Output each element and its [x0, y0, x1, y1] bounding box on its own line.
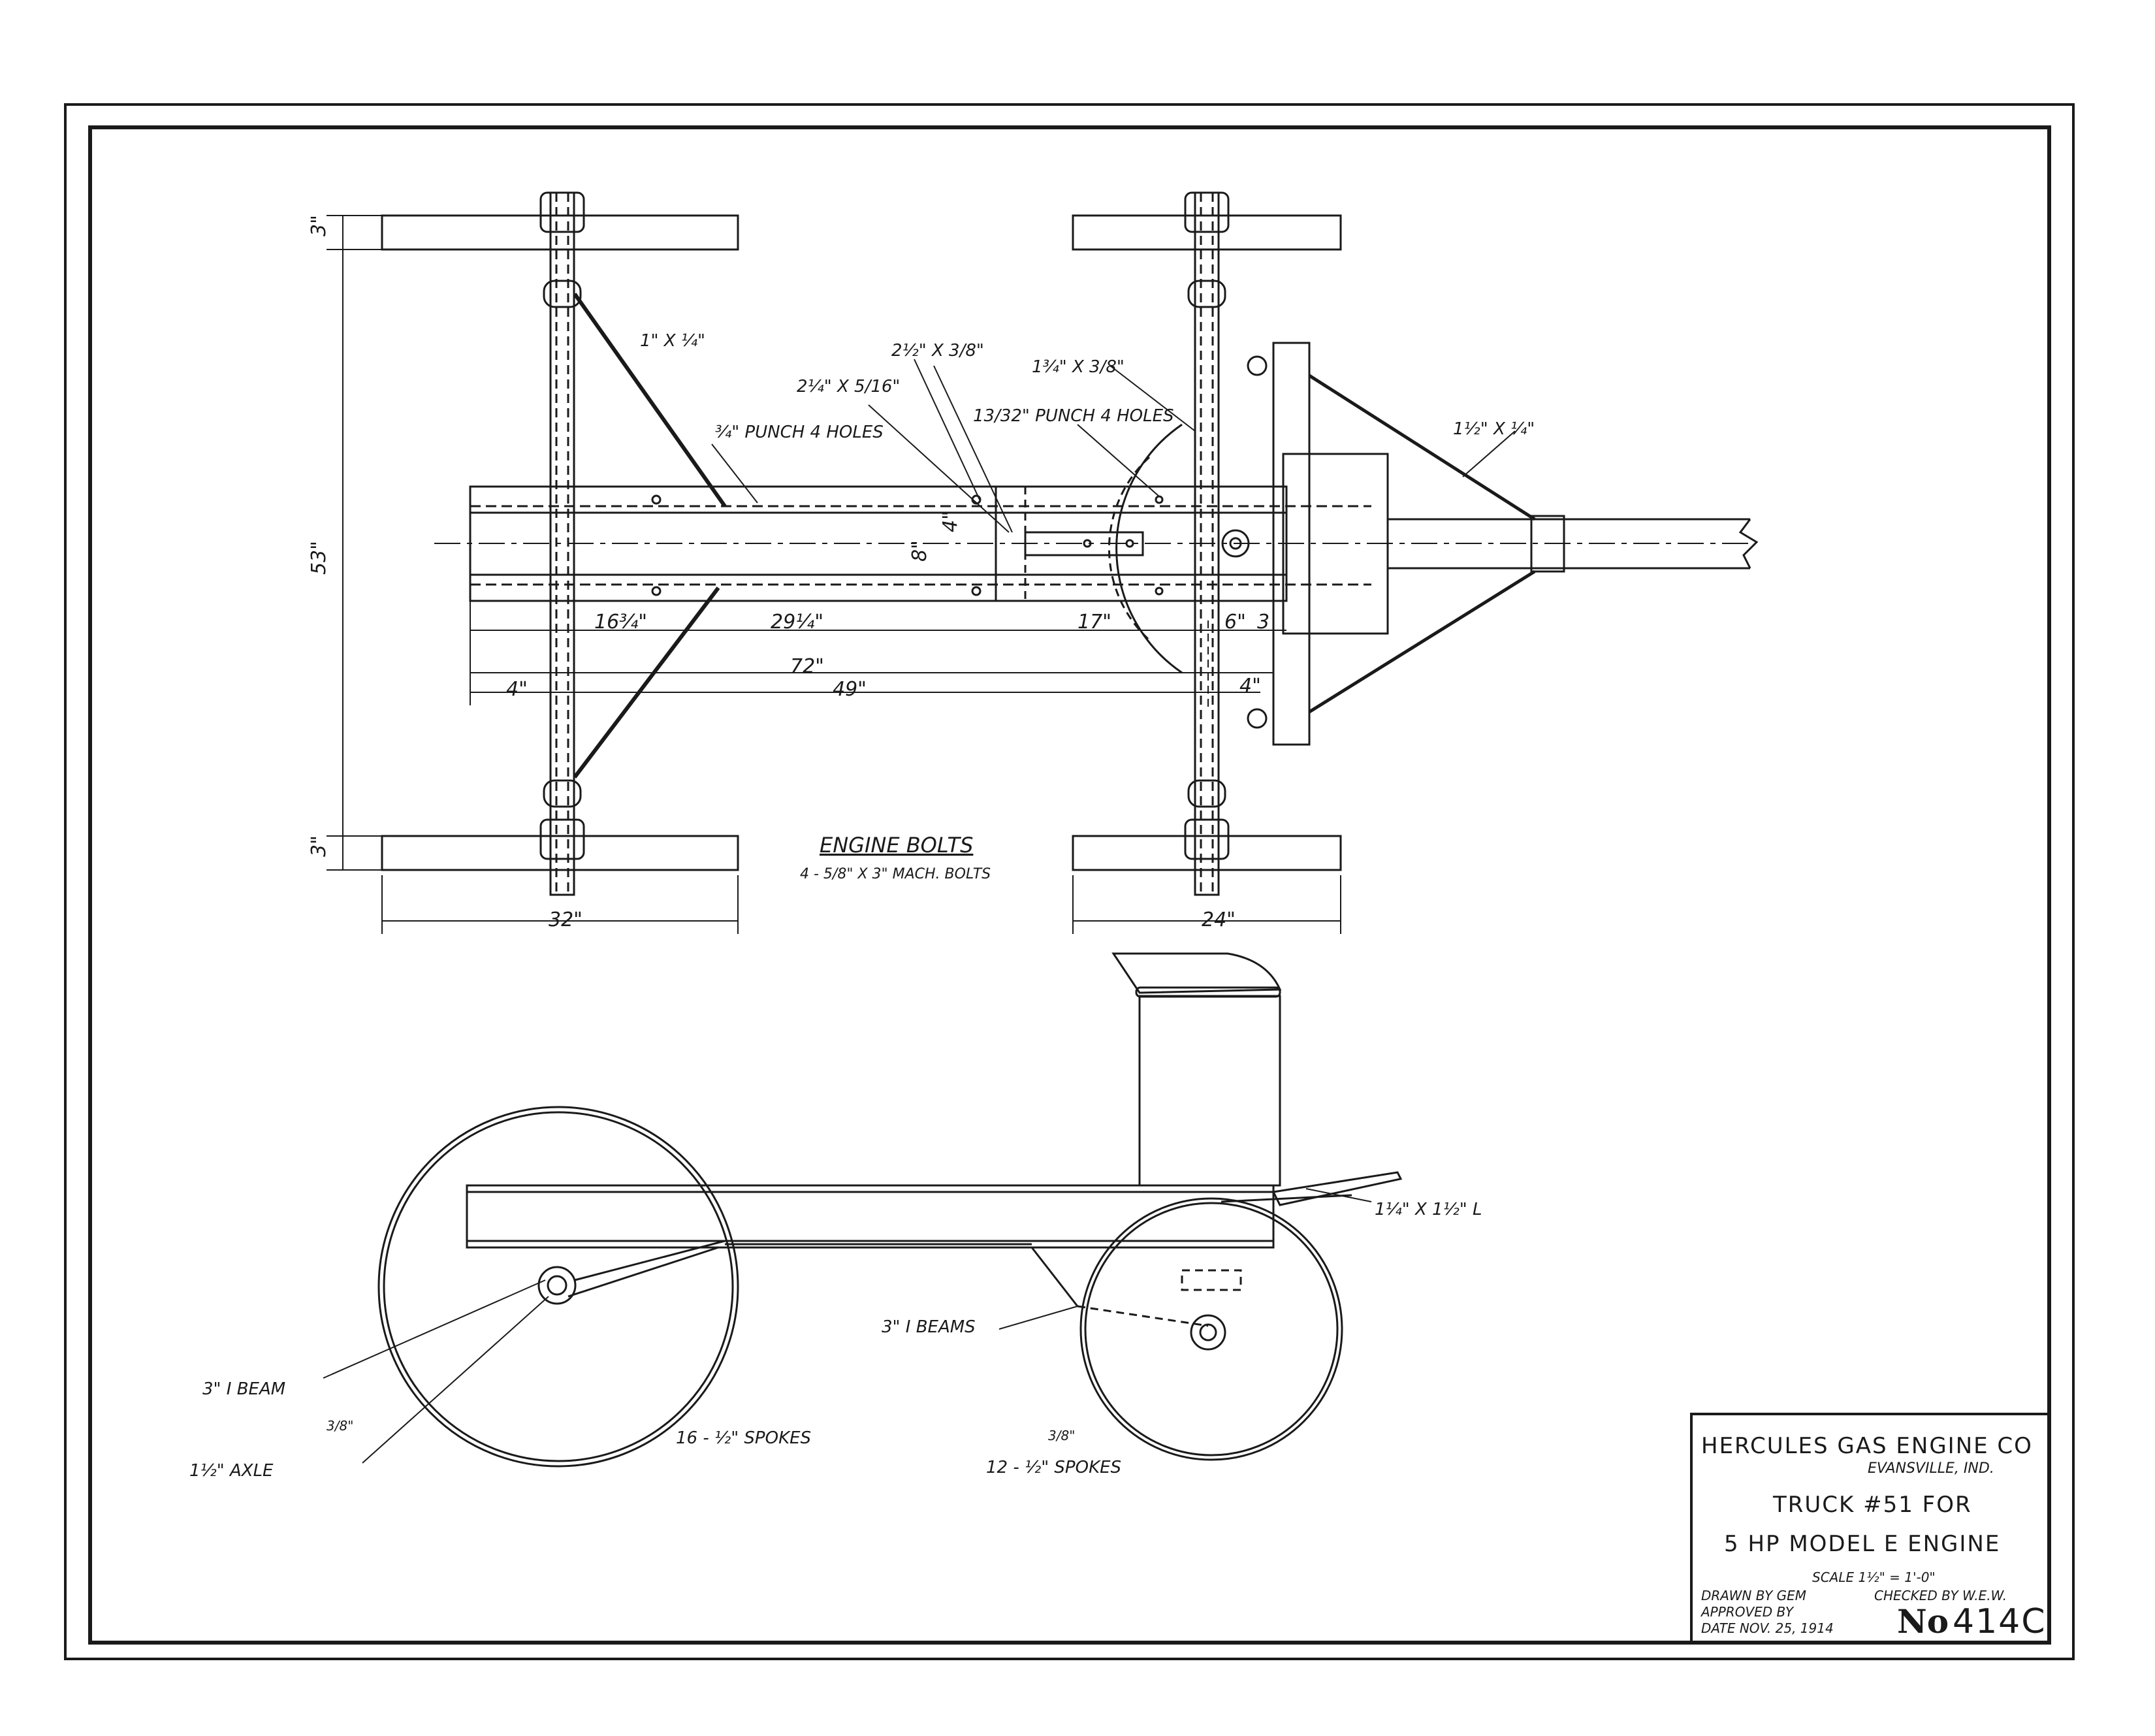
front-wheel-side [1079, 1197, 1343, 1461]
note-brace-left: 1" X ¼" [640, 331, 705, 351]
engine-hopper [1138, 995, 1281, 1187]
tb-drawing-no: 414C [1953, 1602, 2047, 1641]
note-punch-right: 13/32" PUNCH 4 HOLES [973, 406, 1174, 426]
tb-drawn-by: DRAWN BY GEM [1701, 1588, 1806, 1603]
dim-wheelbase: 53" [308, 541, 330, 575]
dim-4-small: 4" [939, 511, 962, 532]
dimension-labels: 3" 3" 53" 32" 24" 16¾" 29¼" 17" 6" 3 72"… [308, 215, 1269, 931]
front-wheel-top [1072, 214, 1342, 251]
side-view [377, 952, 1403, 1468]
rear-wheel-side [377, 1106, 739, 1468]
dim-4-right: 4" [1239, 675, 1261, 698]
note-three-eighths-a: 3/8" [327, 1418, 353, 1434]
tb-approved-by: APPROVED BY [1700, 1604, 1795, 1620]
side-frame-beam [466, 1184, 1275, 1249]
note-three-eighths-b: 3/8" [1048, 1428, 1075, 1443]
dim-6: 6" [1224, 611, 1246, 634]
tb-title-line1: TRUCK #51 FOR [1772, 1492, 1972, 1518]
drawing-frame [88, 125, 2051, 1645]
tb-date: DATE NOV. 25, 1914 [1701, 1620, 1834, 1636]
dim-16: 16¾" [594, 611, 647, 634]
tb-scale: SCALE 1½" = 1'-0" [1812, 1569, 1936, 1585]
dim-17: 17" [1078, 611, 1111, 634]
leader-lines [323, 359, 1516, 1464]
dim-72: 72" [790, 655, 824, 678]
note-beam-left: 3" I BEAM [202, 1379, 285, 1399]
dim-3: 3 [1257, 611, 1269, 634]
note-beams-mid: 3" I BEAMS [882, 1317, 976, 1337]
paper-edge [64, 103, 2075, 1660]
tb-company: HERCULES GAS ENGINE CO [1701, 1433, 2033, 1459]
note-angle: 1¼" X 1½" L [1375, 1200, 1482, 1219]
front-wheel-bottom [1072, 835, 1342, 871]
dim-front-wheel: 24" [1202, 908, 1236, 931]
note-brace-right: 1½" X ¼" [1453, 419, 1535, 439]
dim-wheel-width-top: 3" [308, 215, 330, 236]
note-engine-bolts: ENGINE BOLTS [820, 833, 973, 858]
note-bolt-a: 2¼" X 5/16" [797, 377, 900, 396]
tb-checked-by: CHECKED BY W.E.W. [1874, 1588, 2007, 1603]
rear-wheel-top [381, 214, 739, 251]
dim-8: 8" [908, 540, 931, 562]
note-punch-left: ¾" PUNCH 4 HOLES [715, 423, 884, 442]
dim-29: 29¼" [771, 611, 823, 634]
note-bolt-b: 2½" X 3/8" [891, 341, 984, 361]
dim-4-left: 4" [506, 678, 528, 701]
note-spokes-front: 12 - ½" SPOKES [986, 1458, 1121, 1477]
dim-wheel-width-bottom: 3" [308, 835, 330, 857]
engine-hub-plate [1282, 453, 1389, 635]
rear-wheel-bottom [381, 835, 739, 871]
note-axle: 1½" AXLE [189, 1461, 274, 1481]
note-spokes-rear: 16 - ½" SPOKES [676, 1428, 811, 1448]
note-mach-bolts: 4 - 5/8" X 3" MACH. BOLTS [800, 866, 991, 882]
tb-drawing-no-prefix: No [1897, 1602, 1949, 1641]
note-bolt-c: 1¾" X 3/8" [1032, 357, 1125, 377]
title-block: HERCULES GAS ENGINE CO EVANSVILLE, IND. … [1690, 1413, 2051, 1644]
top-view [381, 191, 1759, 896]
top-view-dimensions [327, 215, 1341, 934]
tb-title-line2: 5 HP MODEL E ENGINE [1724, 1531, 2000, 1557]
dim-rear-wheel: 32" [549, 908, 583, 931]
dim-49: 49" [833, 678, 867, 701]
front-bolster [1272, 342, 1311, 746]
annotation-notes: 1" X ¼" 2¼" X 5/16" 2½" X 3/8" 1¾" X 3/8… [189, 331, 1535, 1481]
tb-location: EVANSVILLE, IND. [1868, 1460, 1994, 1477]
